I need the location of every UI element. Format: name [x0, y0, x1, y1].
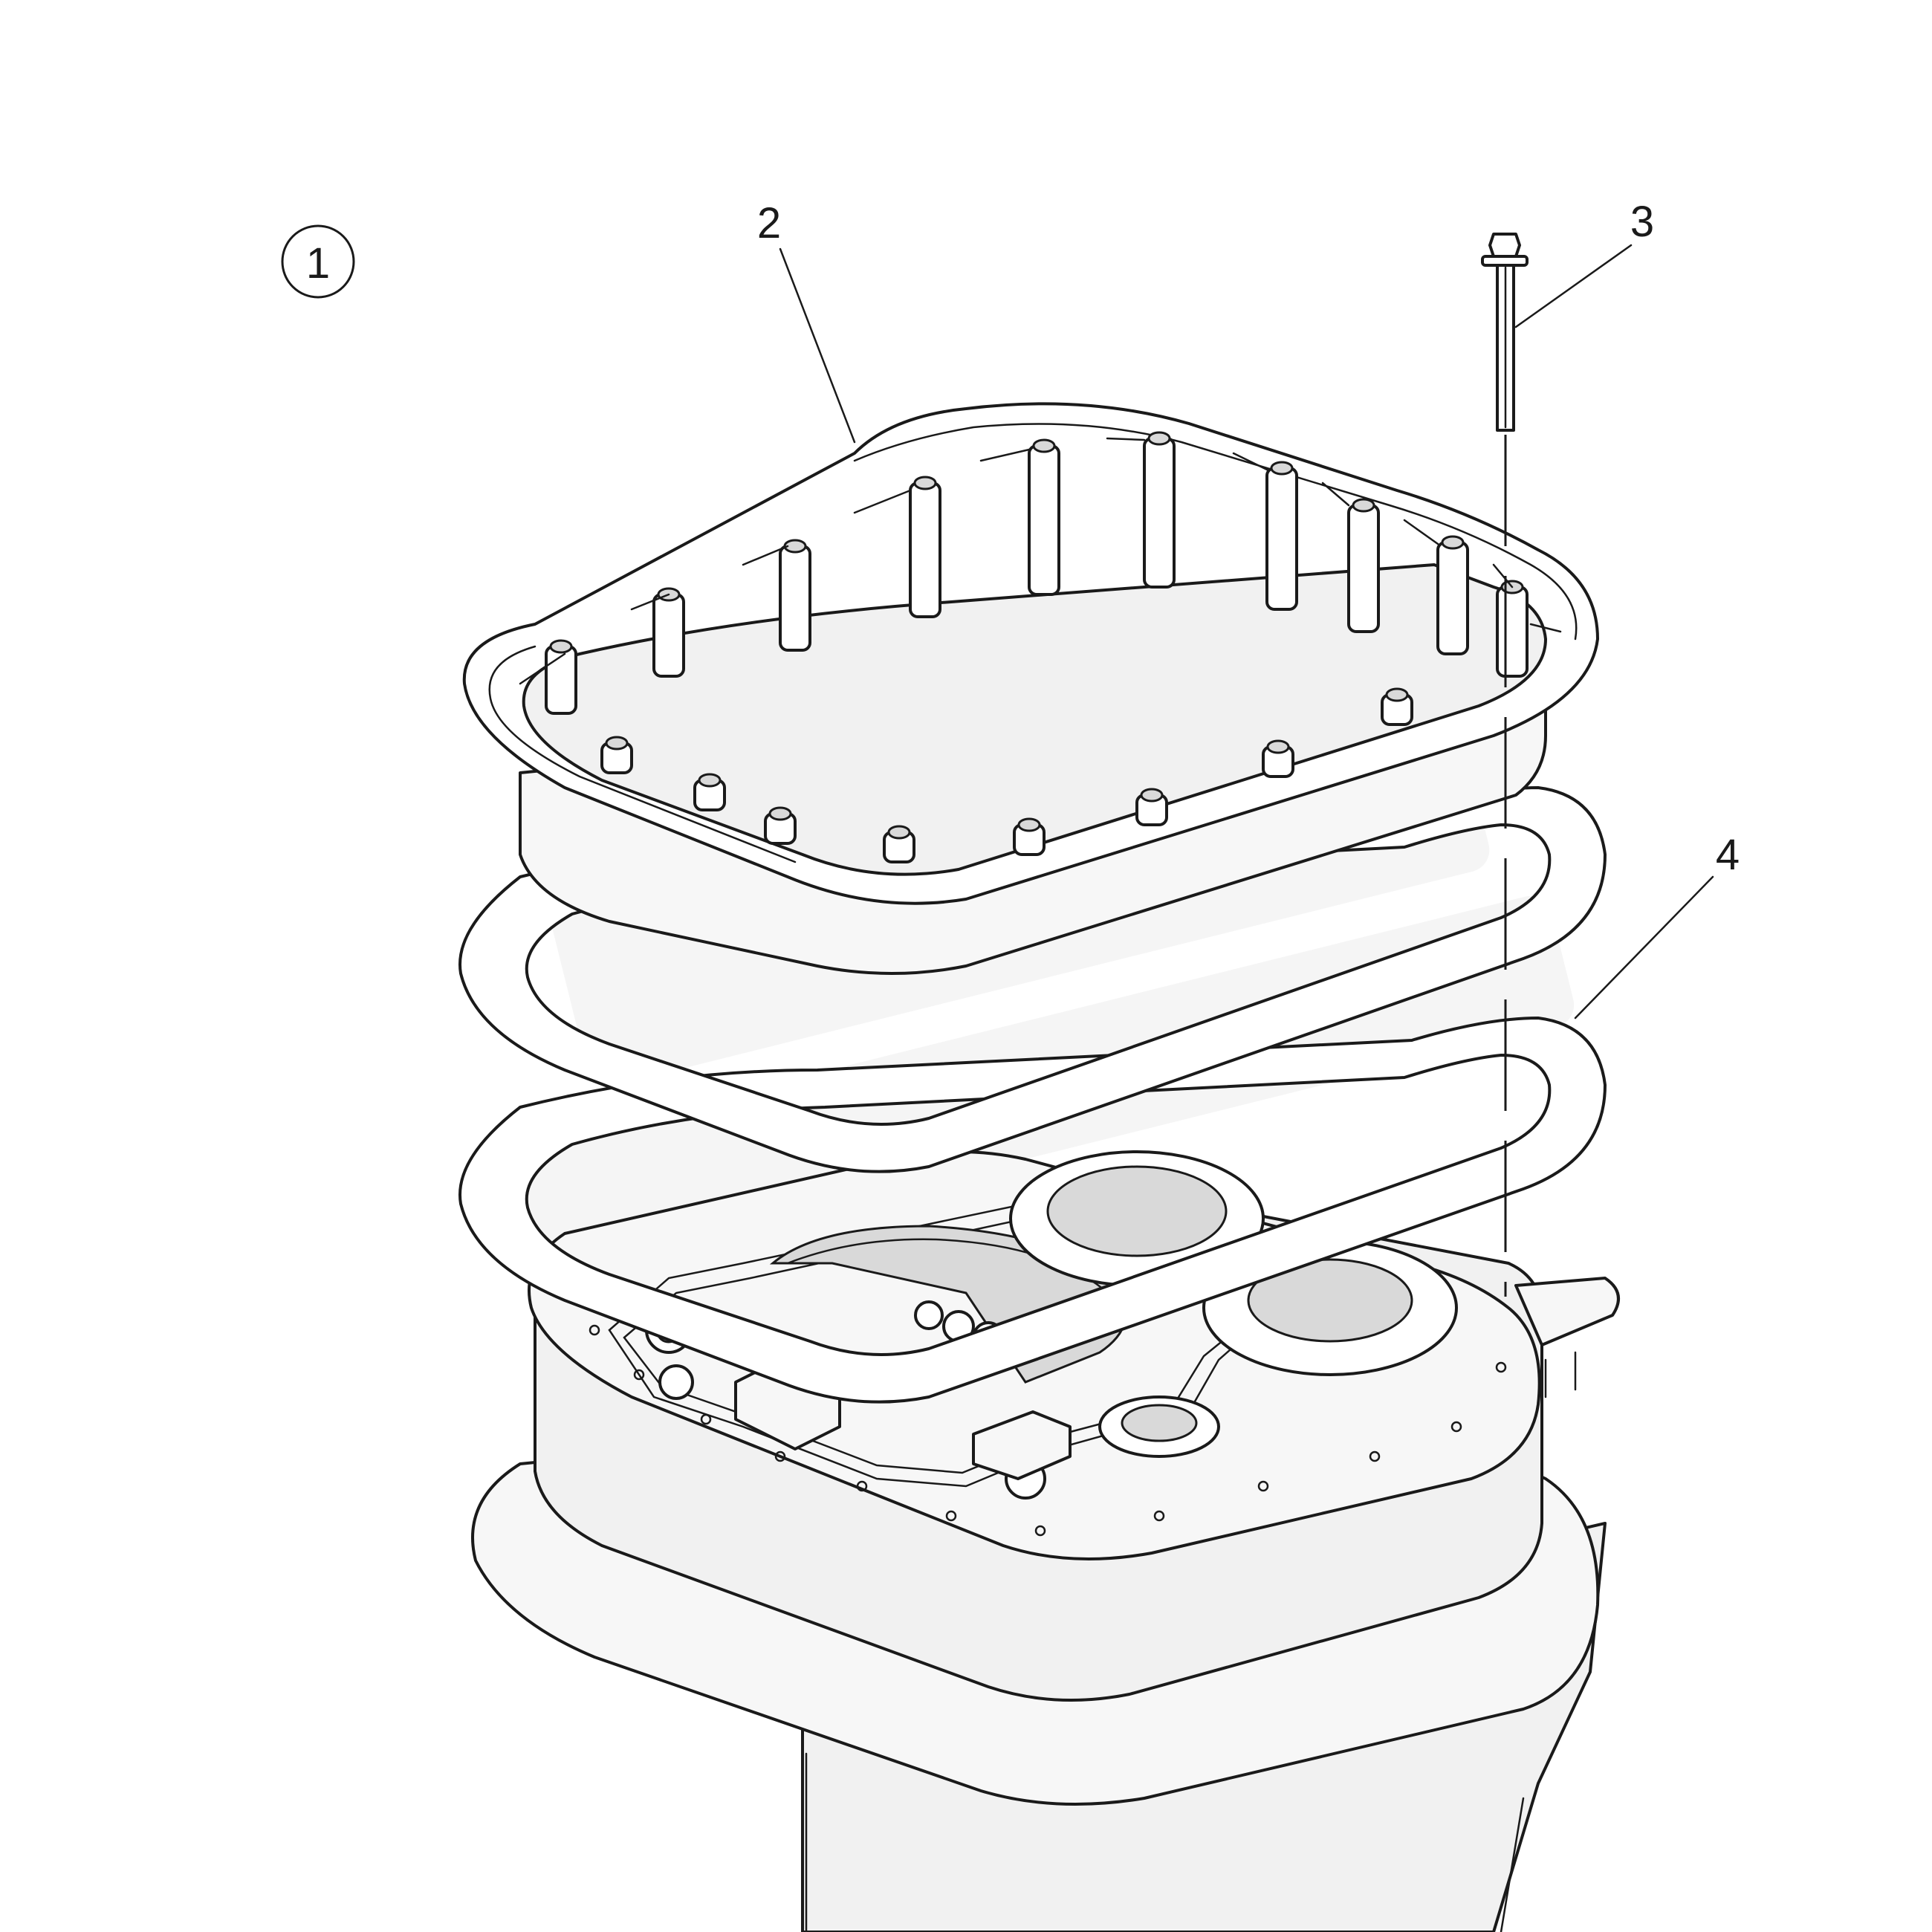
bolt	[1481, 233, 1529, 432]
callout-1-marker: 1	[281, 224, 355, 299]
callout-4-label: 4	[1716, 831, 1740, 879]
callout-2: 2	[757, 199, 856, 444]
callout-3-leader	[1514, 244, 1633, 328]
callout-2-leader	[779, 247, 856, 444]
callout-4: 4	[1574, 831, 1740, 1020]
callout-3: 3	[1514, 198, 1654, 328]
callout-2-label: 2	[757, 199, 781, 247]
adapter-frame	[462, 402, 1599, 975]
frame-bolt-bosses	[545, 431, 1529, 863]
callout-4-leader	[1574, 875, 1714, 1020]
callout-3-label: 3	[1630, 198, 1654, 246]
midsection-housing	[471, 1150, 1620, 1932]
callout-1-label: 1	[306, 239, 330, 288]
